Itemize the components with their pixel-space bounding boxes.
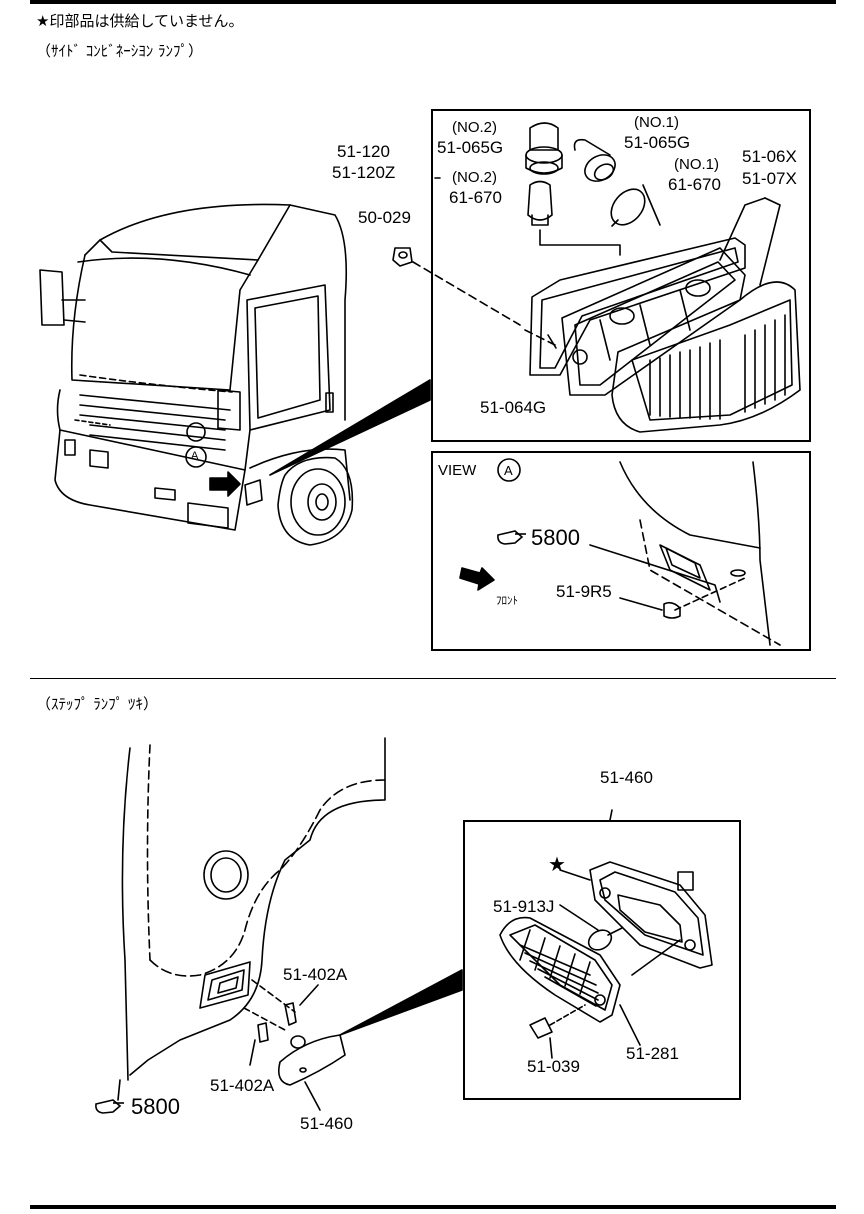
label-51-9r5: 51-9R5 xyxy=(556,582,612,601)
label-no2-b: (NO.2) xyxy=(452,169,497,186)
front-direction-label: ﾌﾛﾝﾄ xyxy=(496,595,518,607)
label-51-281: 51-281 xyxy=(626,1044,679,1063)
label-51-065g-b: 51-065G xyxy=(624,133,691,152)
step-lamp-bulb xyxy=(587,927,623,951)
truck-cab-drawing xyxy=(39,203,354,546)
label-no1-b: (NO.1) xyxy=(674,156,719,173)
star-note: ★印部品は供給していません。 xyxy=(36,12,244,30)
pointing-hand-icon-2 xyxy=(95,1099,124,1114)
lamp-gasket xyxy=(529,237,746,376)
view-a-box xyxy=(431,451,811,651)
view-a-drawing xyxy=(589,461,781,646)
callout-wedge-1 xyxy=(269,379,431,476)
label-51-402a-upper: 51-402A xyxy=(283,965,348,984)
view-a-title: VIEW xyxy=(438,462,477,479)
front-arrow-view-a xyxy=(459,567,495,591)
label-51-064g: 51-064G xyxy=(480,398,547,417)
label-51-039: 51-039 xyxy=(527,1057,580,1076)
section-divider xyxy=(30,678,836,679)
lamp-lens xyxy=(611,281,801,433)
view-a-title-circle xyxy=(497,458,521,482)
lamp-exploded-box xyxy=(431,109,811,442)
bulb-socket-no2 xyxy=(525,122,563,175)
fender-drawing xyxy=(121,737,386,1081)
label-51-07x: 51-07X xyxy=(742,169,797,188)
pointing-hand-icon-1 xyxy=(497,530,526,545)
step-lamp-lens xyxy=(499,916,621,1023)
screw-51-039 xyxy=(529,1004,586,1039)
view-a-marker-circle xyxy=(185,446,207,468)
section-title-step-lamp: （ｽﾃｯﾌﾟ ﾗﾝﾌﾟ ﾂｷ） xyxy=(36,695,159,713)
bulb-no2 xyxy=(527,180,553,226)
label-61-670-b: 61-670 xyxy=(668,175,721,194)
label-50-029: 50-029 xyxy=(358,208,411,227)
view-a-marker: A xyxy=(191,450,199,462)
section-title-side-combination-lamp: （ｻｲﾄﾞ ｺﾝﾋﾞﾈｰｼﾖﾝ ﾗﾝﾌﾟ） xyxy=(36,42,204,60)
label-51-065g-a: 51-065G xyxy=(437,138,504,157)
bottom-rule xyxy=(30,1205,836,1209)
top-rule xyxy=(30,0,836,4)
label-61-670-a: 61-670 xyxy=(449,188,502,207)
front-arrow-truck xyxy=(209,471,241,497)
callout-wedge-2 xyxy=(339,969,463,1036)
bulb-socket-no1 xyxy=(573,138,616,182)
label-51-120: 51-120 xyxy=(337,142,390,161)
step-lamp-exploded-box xyxy=(463,820,741,1100)
label-no2-a: (NO.2) xyxy=(452,119,497,136)
label-5800-ref-b: 5800 xyxy=(131,1094,180,1119)
not-supplied-star: ★ xyxy=(548,854,566,876)
view-a-title-marker: A xyxy=(504,463,513,478)
label-no1-a: (NO.1) xyxy=(634,114,679,131)
lens-callout-lines xyxy=(719,197,781,286)
label-51-460-box: 51-460 xyxy=(600,768,653,787)
step-lamp-assembly xyxy=(257,1002,346,1086)
label-51-913j: 51-913J xyxy=(493,897,555,916)
clip-nut-50-029 xyxy=(392,247,413,267)
step-lamp-gasket xyxy=(589,861,713,969)
label-51-06x: 51-06X xyxy=(742,147,797,166)
label-51-460-fender: 51-460 xyxy=(300,1114,353,1133)
label-51-402a-lower: 51-402A xyxy=(210,1076,275,1095)
label-51-120z: 51-120Z xyxy=(332,163,396,182)
label-5800-ref-a: 5800 xyxy=(531,525,580,550)
bulb-no1 xyxy=(610,188,646,227)
